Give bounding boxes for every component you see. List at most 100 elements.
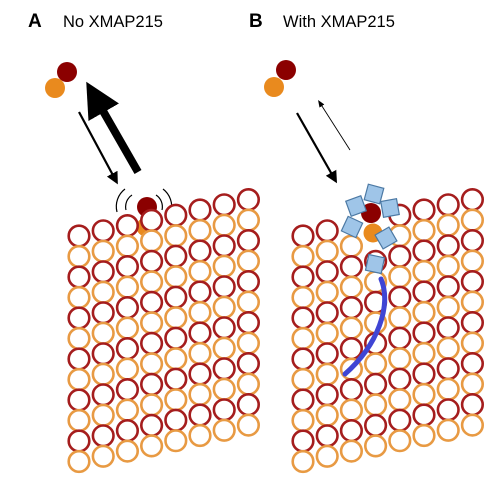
tubulin-ring (436, 316, 460, 340)
tubulin-ring (436, 377, 460, 401)
dimer-icon (264, 60, 296, 97)
tubulin-ring (460, 188, 485, 212)
tubulin-ring (91, 321, 115, 345)
tubulin-ring (315, 239, 339, 263)
tubulin-ring (140, 393, 164, 417)
panel-b: B With XMAP215 (249, 11, 485, 474)
tubulin-ring (339, 296, 364, 320)
panel-b-caption: With XMAP215 (283, 13, 395, 31)
tubulin-ring (212, 295, 236, 319)
tubulin-ring (388, 347, 412, 371)
tubulin-ring (91, 260, 115, 284)
tubulin-ring (460, 229, 485, 253)
tubulin-ring (164, 429, 188, 453)
tubulin-ring (67, 449, 91, 474)
tubulin-ring (115, 316, 139, 340)
xmap215-linker (342, 276, 388, 377)
panel-b-heading: B With XMAP215 (249, 11, 395, 32)
panel-a-letter: A (28, 11, 42, 32)
tubulin-ring (412, 198, 436, 222)
tubulin-ring (315, 280, 339, 304)
tubulin-ring (115, 255, 139, 279)
tubulin-ring (212, 398, 236, 422)
tubulin-ring (291, 367, 315, 392)
tubulin-ring (412, 321, 436, 345)
tubulin-ring (291, 429, 315, 453)
tubulin-ring (339, 255, 364, 279)
tubulin-ring (236, 331, 260, 355)
tubulin-ring (315, 403, 339, 427)
dimer-icon (45, 62, 77, 98)
arrow-icon (296, 112, 337, 184)
tubulin-ring (339, 398, 364, 422)
tubulin-ring (164, 265, 188, 289)
tubulin-ring (67, 347, 91, 371)
tubulin-ring (91, 342, 115, 366)
tubulin-ring (236, 229, 260, 253)
tubulin-ring (188, 218, 212, 243)
tubulin-ring (212, 234, 236, 258)
tubulin-ring (212, 377, 236, 401)
tubulin-ring (236, 393, 260, 417)
tubulin-ring (115, 214, 139, 238)
tubulin-ring (115, 337, 139, 361)
tubulin-ring (140, 290, 164, 315)
tubulin-ring (291, 285, 315, 310)
tubulin-ring (460, 393, 485, 417)
tubulin-ring (188, 259, 212, 284)
arrow-icon (78, 111, 118, 185)
tubulin-ring (236, 352, 260, 376)
tubulin-ring (91, 424, 115, 448)
tubulin-ring (315, 444, 339, 468)
tubulin-ring (91, 403, 115, 427)
tubulin-ring (115, 419, 139, 443)
tubulin-ring (67, 408, 91, 433)
tubulin-ring (460, 311, 485, 335)
tubulin-ring (436, 213, 460, 237)
tubulin-ring (212, 254, 236, 278)
tubulin-ring (412, 218, 436, 243)
tubulin-ring (115, 398, 139, 422)
tubulin-ring (115, 378, 139, 402)
tubulin-ring (291, 224, 315, 248)
tubulin-ring (140, 352, 164, 376)
tubulin-ring (364, 352, 388, 376)
tubulin-ring (67, 367, 91, 392)
tubulin-ring (188, 280, 212, 304)
tubulin-ring (315, 260, 339, 284)
tubulin-ring (164, 244, 188, 268)
lattice-icon (67, 188, 260, 474)
tubulin-ring (236, 208, 260, 232)
tubulin-ring (315, 219, 339, 243)
tubulin-ring (388, 244, 412, 268)
tubulin-ring (164, 367, 188, 391)
tubulin-ring (412, 362, 436, 386)
tubulin-ring (236, 249, 260, 273)
tubulin-ring (339, 419, 364, 443)
tubulin-ring (67, 326, 91, 351)
tubulin-ring (460, 270, 485, 294)
tubulin-ring (436, 398, 460, 422)
tubulin-ring (291, 265, 315, 289)
xmap215-icon (340, 183, 400, 275)
tubulin-ring (164, 347, 188, 371)
tubulin-ring (436, 357, 460, 381)
tubulin-ring (236, 188, 260, 212)
tubulin-ring (188, 423, 212, 448)
tubulin-ring (315, 362, 339, 386)
tubulin-ring (315, 424, 339, 448)
tubulin-ring (236, 413, 260, 437)
tubulin-ring (212, 193, 236, 217)
tubulin-ring (291, 449, 315, 474)
tubulin-ring (412, 341, 436, 366)
tubulin-ring (388, 408, 412, 432)
tubulin-ring (388, 265, 412, 289)
tubulin-ring (164, 408, 188, 432)
tubulin-ring (188, 300, 212, 325)
arrow-icon (318, 99, 351, 151)
tubulin-ring (460, 290, 485, 314)
tubulin-ring (67, 306, 91, 330)
tubulin-ring (412, 423, 436, 448)
tubulin-ring (339, 275, 364, 299)
tubulin-ring (436, 234, 460, 258)
